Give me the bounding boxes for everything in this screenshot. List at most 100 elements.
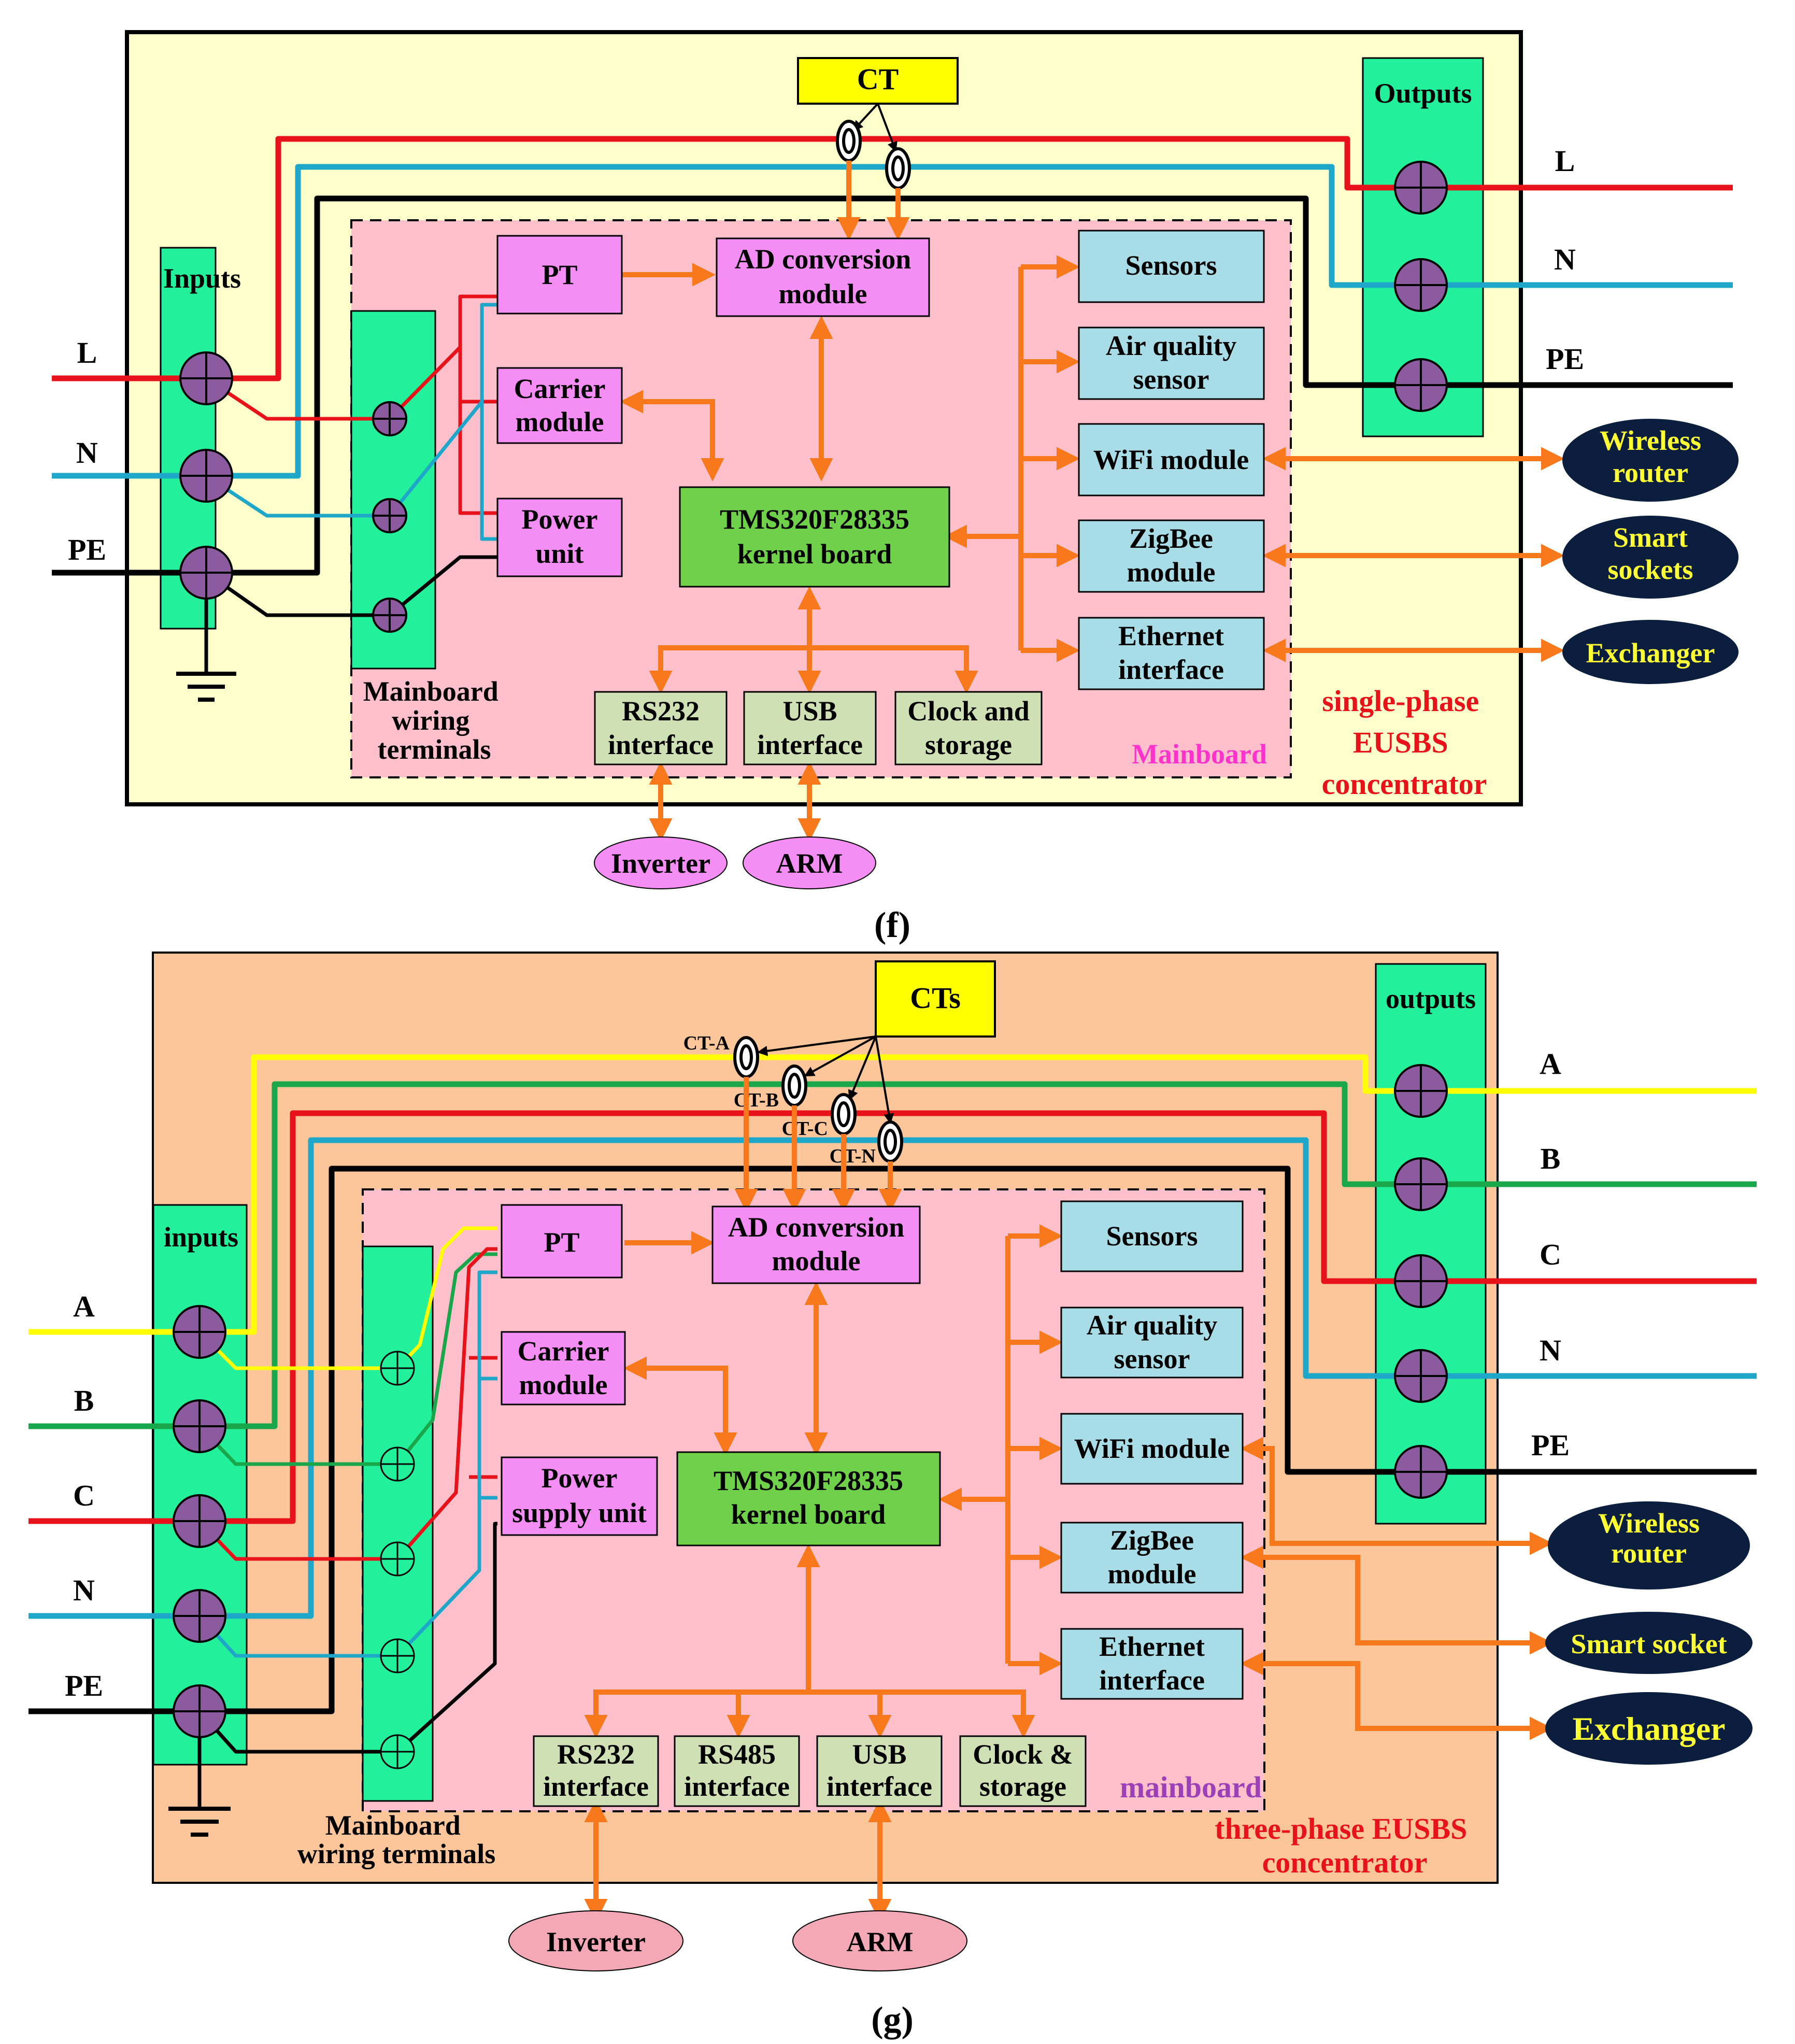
zigbee-box-f bbox=[1078, 519, 1265, 593]
inverter-node-f bbox=[594, 836, 728, 889]
wifi-g-label: WiFi module bbox=[1074, 1433, 1230, 1464]
panel-g: mainboard three-phase EUSBS concentrator… bbox=[29, 952, 1757, 2040]
ct-f-label: CT bbox=[857, 62, 899, 96]
ethernet-box-f bbox=[1078, 617, 1265, 690]
output-label-N-f: N bbox=[1554, 243, 1576, 276]
terminal-screw-icon bbox=[380, 1351, 415, 1769]
arm-node-g bbox=[792, 1910, 967, 1971]
sensors-box-f bbox=[1078, 230, 1265, 303]
input-label-PE-f: PE bbox=[68, 533, 106, 566]
arrows-f bbox=[620, 161, 1564, 842]
sensors-box-g bbox=[1060, 1200, 1244, 1272]
inputs-strip-g bbox=[152, 1204, 248, 1766]
output-label-B-g: B bbox=[1541, 1142, 1561, 1175]
airq-box-g bbox=[1060, 1307, 1244, 1379]
mainboard-f-label: Mainboard bbox=[1132, 739, 1267, 770]
wiring-terminals-f-label: Mainboard wiring terminals bbox=[363, 676, 506, 765]
ground-icon bbox=[168, 1807, 231, 1837]
ground-icon bbox=[176, 672, 236, 702]
clock-box-f bbox=[894, 691, 1043, 765]
mainboard-g-label: mainboard bbox=[1120, 1770, 1262, 1804]
rs485-box-g bbox=[674, 1735, 800, 1807]
sensors-f-label: Sensors bbox=[1125, 250, 1217, 281]
ct-n-label: CT-N bbox=[830, 1145, 876, 1167]
router-node-f bbox=[1562, 419, 1739, 502]
wifi-box-g bbox=[1060, 1413, 1244, 1485]
clock-box-g bbox=[959, 1735, 1087, 1807]
outputs-f-label: Outputs bbox=[1374, 78, 1472, 109]
ad-box-f bbox=[716, 237, 930, 317]
wifi-f-label: WiFi module bbox=[1093, 444, 1249, 475]
power-box-f bbox=[496, 498, 623, 577]
usb-box-g bbox=[816, 1735, 943, 1807]
inverter-node-g bbox=[508, 1910, 683, 1971]
pt-box-f bbox=[496, 235, 623, 315]
ct-c-label: CT-C bbox=[782, 1118, 828, 1140]
input-label-B-g: B bbox=[74, 1384, 94, 1417]
arm-node-f bbox=[743, 836, 876, 889]
input-label-PE-g: PE bbox=[65, 1669, 103, 1702]
input-label-C-g: C bbox=[73, 1479, 95, 1512]
pt-box-g bbox=[501, 1204, 623, 1279]
panel-f: Mainboard single-phase EUSBS concentrato… bbox=[52, 30, 1739, 945]
carrier-box-g bbox=[501, 1331, 626, 1406]
panel-g-title: three-phase EUSBS concentrator bbox=[1215, 1812, 1475, 1879]
inputs-g-label: inputs bbox=[164, 1222, 238, 1253]
input-label-A-g: A bbox=[73, 1289, 95, 1323]
output-label-PE-f: PE bbox=[1546, 342, 1584, 376]
arrows-g bbox=[584, 1077, 1553, 1922]
power-box-g bbox=[501, 1456, 658, 1536]
clock-g-label: Clock &storage bbox=[973, 1739, 1073, 1802]
ct-b-label: CT-B bbox=[734, 1089, 779, 1111]
output-label-L-f: L bbox=[1555, 144, 1575, 178]
router-node-g bbox=[1548, 1501, 1750, 1589]
output-label-N-g: N bbox=[1540, 1333, 1561, 1367]
arm-f-label: ARM bbox=[776, 848, 843, 879]
cts-g-label: CTs bbox=[910, 981, 961, 1015]
usb-box-f bbox=[743, 691, 877, 765]
inverter-g-label: Inverter bbox=[546, 1926, 646, 1957]
carrier-box-f bbox=[496, 367, 623, 444]
ethernet-box-g bbox=[1060, 1628, 1244, 1700]
ct-a-label: CT-A bbox=[683, 1032, 730, 1054]
cts-box-g bbox=[875, 960, 996, 1038]
input-label-L-f: L bbox=[77, 336, 97, 370]
zigbee-box-g bbox=[1060, 1522, 1244, 1594]
sockets-node-f bbox=[1562, 516, 1739, 599]
inverter-f-label: Inverter bbox=[611, 848, 710, 879]
caption-f: (f) bbox=[874, 905, 910, 945]
exchanger-f-label: Exchanger bbox=[1586, 637, 1715, 669]
sensors-g-label: Sensors bbox=[1106, 1220, 1198, 1252]
kernel-box-g bbox=[676, 1451, 941, 1546]
socket-g-label: Smart socket bbox=[1571, 1628, 1727, 1659]
exchanger-g-label: Exchanger bbox=[1572, 1710, 1725, 1747]
wiring-terminals-g-label: Mainboard wiring terminals bbox=[297, 1810, 495, 1869]
terminal-screw-icon bbox=[179, 161, 1448, 633]
exchanger-node-g bbox=[1545, 1692, 1753, 1765]
rs232-box-f bbox=[594, 691, 728, 765]
panel-f-title: single-phase EUSBS concentrator bbox=[1322, 684, 1487, 801]
output-label-A-g: A bbox=[1540, 1047, 1561, 1081]
pt-f-label: PT bbox=[542, 259, 577, 290]
arm-g-label: ARM bbox=[847, 1926, 914, 1957]
